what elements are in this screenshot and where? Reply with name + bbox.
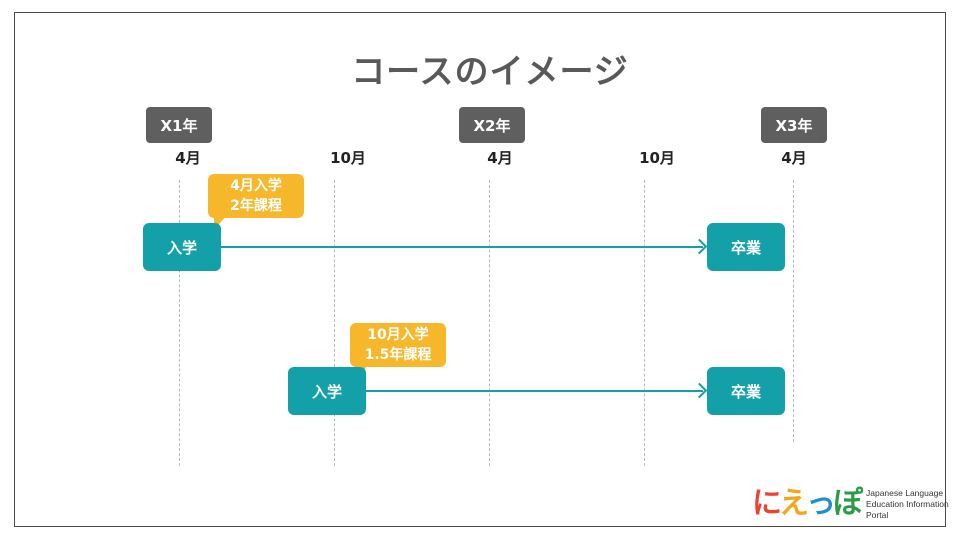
logo-char-3: っ <box>806 486 836 521</box>
month-label-5: 4月 <box>781 149 807 167</box>
course2-callout-line2: 1.5年課程 <box>364 347 432 363</box>
logo-text-line3: Portal <box>866 509 889 520</box>
course1-start-box: 入学 <box>143 223 221 271</box>
page-title: コースのイメージ <box>351 52 629 92</box>
year-badge-x1: X1年 <box>146 107 212 143</box>
logo-text: Japanese Language Education Information … <box>866 488 949 521</box>
logo-mark: にえっぽ <box>752 486 863 521</box>
logo-char-4: ぽ <box>833 486 863 521</box>
course1-callout-line1: 4月入学 <box>230 178 282 194</box>
course2-callout-line1: 10月入学 <box>367 327 429 343</box>
course2-arrow <box>366 390 703 392</box>
month-label-3: 4月 <box>487 149 513 167</box>
timeline-guide-2 <box>334 180 335 466</box>
course2-end-box: 卒業 <box>707 367 785 415</box>
nihongo-epo-logo: にえっぽ Japanese Language Education Informa… <box>752 486 949 522</box>
course2-callout: 10月入学 1.5年課程 <box>350 323 446 367</box>
month-label-2: 10月 <box>330 149 366 167</box>
course2-start-box: 入学 <box>288 367 366 415</box>
year-badge-x2: X2年 <box>459 107 525 143</box>
slide-frame <box>14 12 946 527</box>
course1-callout-line2: 2年課程 <box>230 198 282 214</box>
course1-arrow <box>221 246 703 248</box>
timeline-guide-3 <box>489 180 490 466</box>
logo-char-1: に <box>752 486 782 521</box>
month-label-4: 10月 <box>639 149 675 167</box>
course1-end-box: 卒業 <box>707 223 785 271</box>
month-label-1: 4月 <box>175 149 201 167</box>
logo-text-line2: Education Information <box>866 498 949 509</box>
logo-char-2: え <box>779 486 809 521</box>
timeline-guide-1 <box>179 180 180 466</box>
logo-text-line1: Japanese Language <box>866 487 944 498</box>
year-badge-x3: X3年 <box>761 107 827 143</box>
course1-callout: 4月入学 2年課程 <box>208 174 304 218</box>
timeline-guide-4 <box>644 180 645 466</box>
timeline-guide-5 <box>793 180 794 442</box>
